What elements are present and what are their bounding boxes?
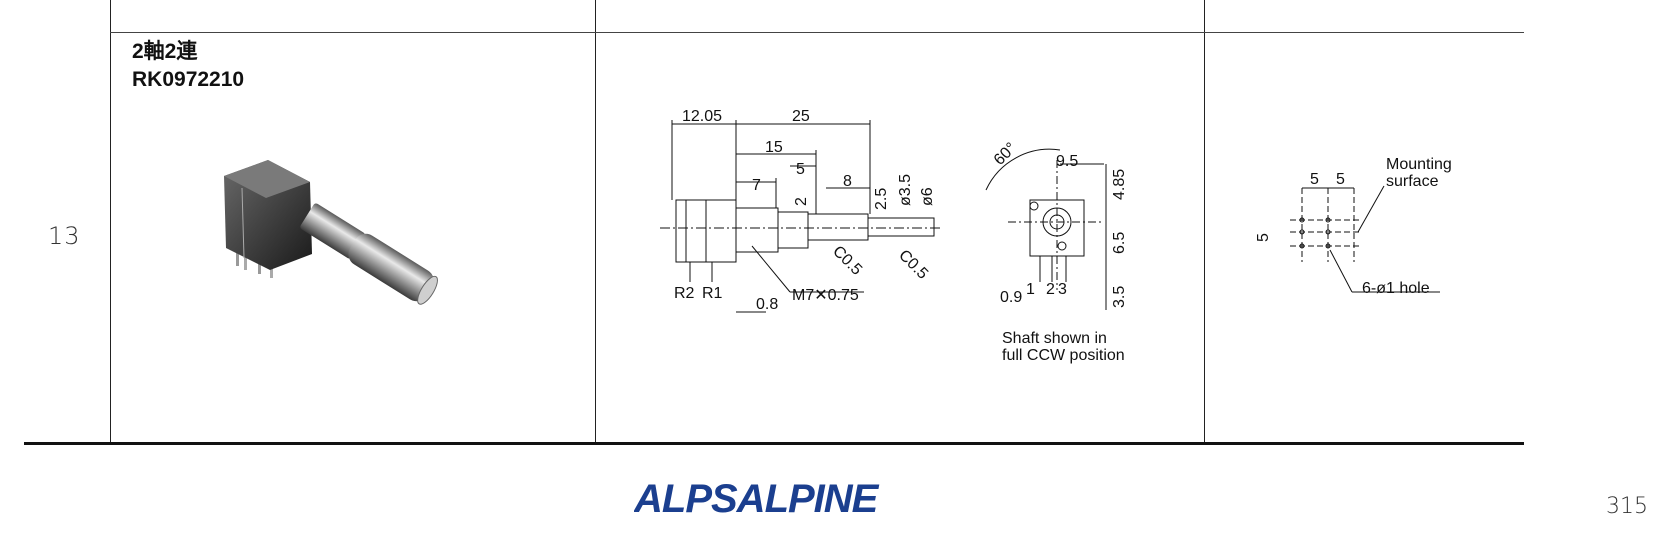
dim-label: 5 (1310, 171, 1319, 188)
page-number: 315 (1606, 494, 1648, 519)
caption-line: full CCW position (1002, 347, 1125, 364)
dim-label: C0.5 (895, 247, 931, 283)
dim-label: 8 (843, 173, 852, 190)
mounting-surface-label: Mounting surface (1386, 156, 1452, 190)
dim-label: 5 (796, 161, 805, 178)
dim-label: 0.9 (1000, 289, 1022, 306)
potentiometer-photo-icon (224, 160, 438, 305)
dim-label: 2.5 (873, 188, 890, 210)
dim-label: R1 (702, 285, 723, 302)
dim-label: 3 (1058, 281, 1067, 298)
dim-label: C0.5 (829, 243, 865, 279)
dim-label: 60° (991, 140, 1020, 169)
dim-label: 9.5 (1056, 153, 1078, 170)
label-line: surface (1386, 173, 1439, 190)
dim-label: 5 (1336, 171, 1345, 188)
dim-label: ø6 (919, 187, 936, 206)
brand-wordmark: ALPSALPINE (634, 478, 880, 518)
dim-label: 4.85 (1111, 169, 1128, 200)
column-divider (595, 0, 596, 444)
hole-label: 6-ø1 hole (1362, 280, 1430, 297)
product-title: 2軸2連 RK0972210 (132, 38, 244, 94)
dim-label: ø3.5 (897, 174, 914, 206)
dim-label: 12.05 (682, 108, 722, 125)
product-part-number: RK0972210 (132, 68, 245, 91)
dim-label: 15 (765, 139, 783, 156)
dim-label: 6.5 (1111, 232, 1128, 254)
dim-label: M7✕0.75 (792, 287, 859, 304)
row-divider (110, 32, 1524, 33)
column-divider (1204, 0, 1205, 444)
dim-label: 2 (1046, 281, 1055, 298)
dim-label: 0.8 (756, 296, 778, 313)
product-type: 2軸2連 (132, 40, 198, 63)
caption-line: Shaft shown in (1002, 330, 1107, 347)
column-divider (110, 0, 111, 444)
dim-label: 3.5 (1111, 286, 1128, 308)
dim-label: R2 (674, 285, 695, 302)
dim-label: 2 (793, 197, 810, 206)
table-bottom-rule (24, 442, 1524, 445)
dim-label: 1 (1026, 281, 1035, 298)
label-line: Mounting (1386, 156, 1452, 173)
alpsalpine-logo: ALPSALPINE (634, 478, 881, 518)
row-number: 13 (48, 222, 81, 250)
shaft-position-caption: Shaft shown in full CCW position (1002, 330, 1125, 364)
dim-label: 7 (752, 177, 761, 194)
dim-label: 5 (1255, 233, 1272, 242)
dim-label: 25 (792, 108, 810, 125)
